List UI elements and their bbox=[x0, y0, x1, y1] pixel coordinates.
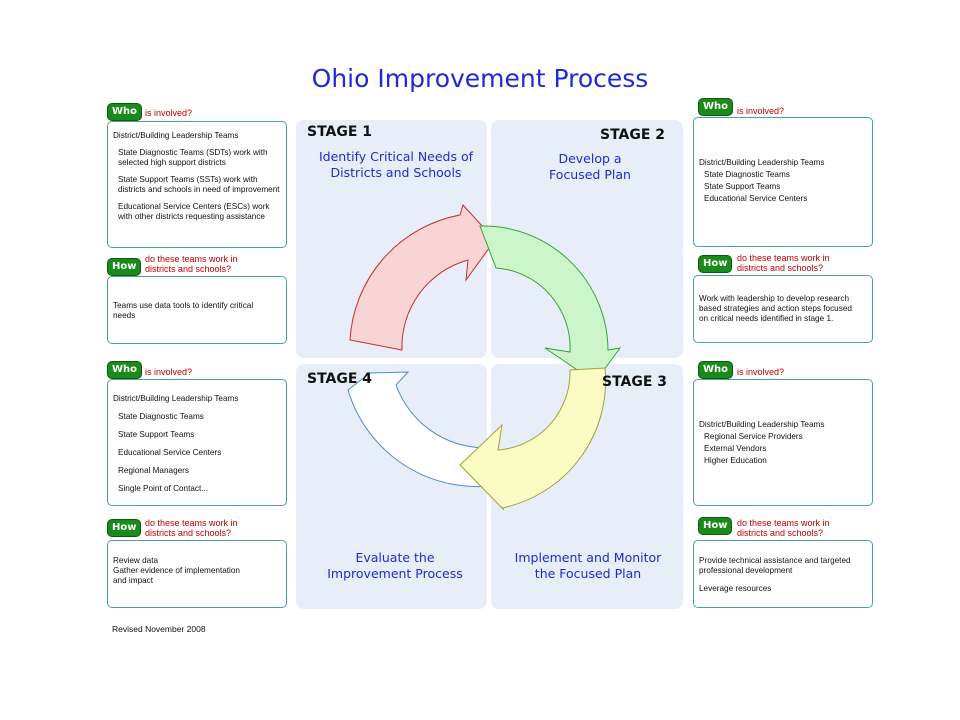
who-item: State Support Teams bbox=[118, 430, 195, 439]
stage3-description: Implement and Monitor the Focused Plan bbox=[514, 550, 662, 581]
how-question: do these teams work in districts and sch… bbox=[737, 253, 830, 273]
who-question: is involved? bbox=[145, 367, 193, 377]
how-tag: How bbox=[107, 258, 142, 276]
how-text: Teams use data tools to identify critica… bbox=[113, 301, 254, 320]
stage4-label: STAGE 4 bbox=[307, 371, 373, 387]
who-question: is involved? bbox=[737, 106, 785, 116]
who-question: is involved? bbox=[145, 108, 193, 118]
stage1-how-box: Teams use data tools to identify critica… bbox=[107, 276, 287, 344]
how-text: Leverage resources bbox=[699, 584, 772, 593]
stage2-description: Develop a Focused Plan bbox=[549, 151, 631, 182]
who-item: District/Building Leadership Teams bbox=[699, 420, 825, 429]
who-item: District/Building Leadership Teams bbox=[113, 394, 239, 403]
who-item: Educational Service Centers bbox=[704, 194, 808, 203]
who-item: Single Point of Contact... bbox=[118, 484, 209, 493]
stage1-who-box: District/Building Leadership Teams State… bbox=[107, 121, 287, 248]
who-question: is involved? bbox=[737, 367, 785, 377]
who-item: State Support Teams bbox=[704, 182, 781, 191]
who-item: District/Building Leadership Teams bbox=[113, 131, 239, 140]
stage2-label: STAGE 2 bbox=[600, 127, 666, 143]
revised-date: Revised November 2008 bbox=[112, 624, 206, 634]
who-item: State Diagnostic Teams bbox=[704, 170, 790, 179]
who-item: State Support Teams (SSTs) work with dis… bbox=[118, 175, 280, 194]
how-tag: How bbox=[698, 255, 733, 273]
stage2-who-box: District/Building Leadership Teams State… bbox=[693, 117, 873, 247]
stage3-arrow bbox=[459, 367, 607, 510]
who-item: Educational Service Centers (ESCs) work … bbox=[118, 202, 270, 221]
stage1-label: STAGE 1 bbox=[307, 124, 373, 140]
who-tag: Who bbox=[107, 103, 143, 121]
stage2-arrow bbox=[479, 225, 622, 383]
how-tag: How bbox=[107, 519, 142, 537]
who-tag: Who bbox=[107, 361, 143, 379]
cycle-diagram bbox=[347, 204, 622, 510]
who-tag: Who bbox=[698, 361, 734, 379]
who-item: Regional Managers bbox=[118, 466, 190, 475]
stage2-how-box: Work with leadership to develop research… bbox=[693, 275, 873, 343]
who-item: Higher Education bbox=[704, 456, 767, 465]
who-item: State Diagnostic Teams bbox=[118, 412, 204, 421]
how-question: do these teams work in districts and sch… bbox=[145, 254, 238, 274]
how-text: Review data Gather evidence of implement… bbox=[113, 556, 240, 585]
stage4-how-box: Review data Gather evidence of implement… bbox=[107, 540, 287, 608]
page-title: Ohio Improvement Process bbox=[311, 64, 649, 93]
how-text: Provide technical assistance and targete… bbox=[699, 556, 851, 575]
how-question: do these teams work in districts and sch… bbox=[737, 518, 830, 538]
how-question: do these teams work in districts and sch… bbox=[145, 518, 238, 538]
stage1-description: Identify Critical Needs of Districts and… bbox=[318, 149, 474, 180]
stage4-arrow bbox=[347, 371, 499, 488]
who-item: Educational Service Centers bbox=[118, 448, 222, 457]
stage3-who-box: District/Building Leadership Teams Regio… bbox=[693, 379, 873, 506]
who-item: District/Building Leadership Teams bbox=[699, 158, 825, 167]
who-item: State Diagnostic Teams (SDTs) work with … bbox=[118, 148, 268, 167]
stage1-arrow bbox=[349, 204, 496, 351]
how-text: Work with leadership to develop research… bbox=[699, 294, 852, 323]
who-item: External Vendors bbox=[704, 444, 767, 453]
who-item: Regional Service Providers bbox=[704, 432, 803, 441]
stage3-how-box: Provide technical assistance and targete… bbox=[693, 540, 873, 608]
stage4-description: Evaluate the Improvement Process bbox=[327, 550, 463, 581]
who-tag: Who bbox=[698, 98, 734, 116]
stage3-label: STAGE 3 bbox=[602, 374, 668, 390]
how-tag: How bbox=[698, 517, 733, 535]
stage4-who-box: District/Building Leadership Teams State… bbox=[107, 379, 287, 506]
